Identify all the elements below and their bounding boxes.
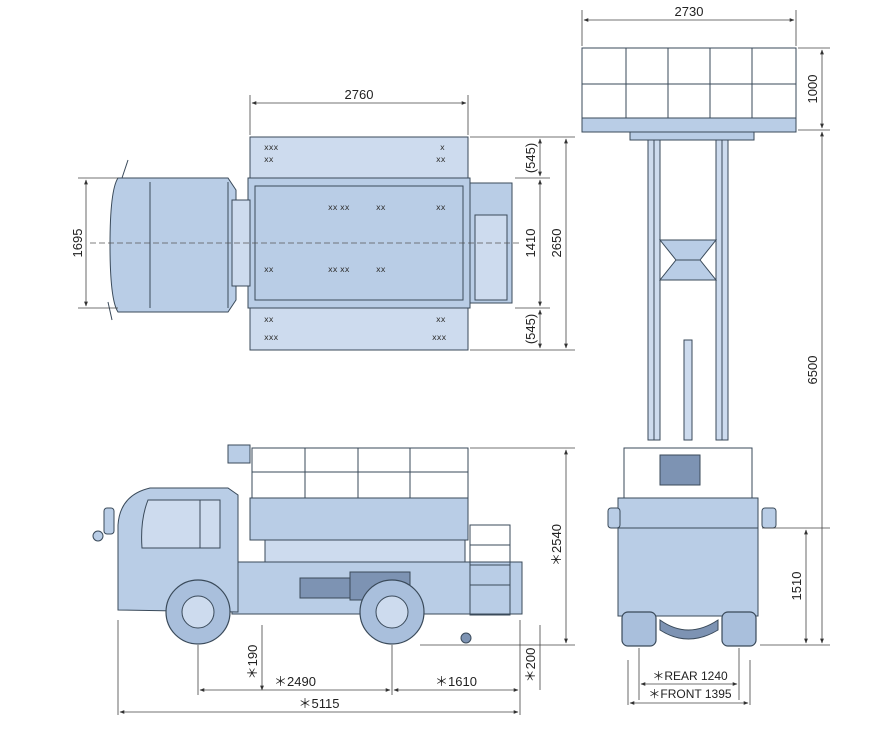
svg-text:xx: xx (264, 265, 274, 274)
dim-total-width: 2650 (549, 229, 564, 258)
dim-max-height: 6500 (805, 356, 820, 385)
rear-view (581, 47, 797, 647)
svg-text:x: x (440, 143, 445, 152)
dim-deck-height: 1510 (789, 572, 804, 601)
svg-text:xx: xx (436, 203, 446, 212)
dim-wheelbase: ＊2490 (274, 674, 316, 689)
dim-truck-width: 1695 (70, 229, 85, 258)
dim-tread-rear: ＊REAR 1240 (652, 669, 728, 683)
svg-text:xx xx: xx xx (328, 265, 350, 274)
rear-deck (617, 497, 759, 529)
svg-text:xx: xx (264, 155, 274, 164)
svg-text:xx xx: xx xx (328, 203, 350, 212)
dim-rear-clearance: ＊200 (523, 648, 538, 683)
dim-extension-bottom: (545) (523, 314, 538, 344)
dim-tread-front: ＊FRONT 1395 (648, 687, 731, 701)
dim-rear-width: 2730 (675, 4, 704, 19)
side-platform-deck (249, 497, 469, 541)
svg-text:xxx: xxx (264, 143, 278, 152)
svg-text:xx: xx (436, 155, 446, 164)
svg-text:xxx: xxx (432, 333, 446, 342)
rear-view-dimensions: 2730 1000 6500 1510 ＊REAR 1240 ＊FRONT 13… (581, 4, 830, 705)
svg-text:xx: xx (376, 203, 386, 212)
side-extension-top (249, 136, 469, 184)
top-view: xxx x xx xx xx xx xx xx xx xx xx xx xx x… (90, 136, 520, 351)
dim-platform-height: 1000 (805, 75, 820, 104)
raised-platform-deck (581, 117, 797, 133)
dim-extension-top: (545) (523, 143, 538, 173)
side-view (92, 444, 523, 645)
dim-overall-length: ＊5115 (299, 696, 340, 711)
svg-text:xx: xx (264, 315, 274, 324)
dim-ground-clearance: ＊190 (245, 645, 260, 680)
dim-rear-overhang: ＊1610 (435, 674, 477, 689)
dim-center-width: 1410 (523, 229, 538, 258)
svg-text:xx: xx (436, 315, 446, 324)
top-view-dimensions: 2760 1695 (545) 1410 (545) 2650 (70, 87, 575, 351)
svg-text:xx: xx (376, 265, 386, 274)
cab-top (109, 177, 237, 313)
dim-platform-length: 2760 (345, 87, 374, 102)
side-view-dimensions: ＊2540 ＊190 ＊200 ＊2490 ＊1610 ＊5115 (117, 447, 575, 715)
dim-stowed-height: ＊2540 (549, 524, 564, 566)
svg-text:xxx: xxx (264, 333, 278, 342)
side-extension-bottom (249, 303, 469, 351)
